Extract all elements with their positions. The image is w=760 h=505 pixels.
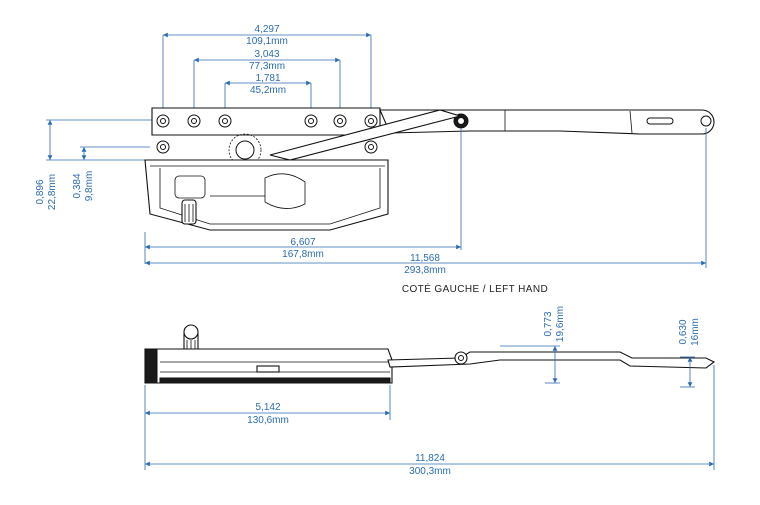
dim-5142: 5,142 130,6mm <box>144 385 391 470</box>
dim-4297-in: 4,297 <box>254 24 279 35</box>
dim-1781-in: 1,781 <box>255 73 280 84</box>
dim-1781-mm: 45,2mm <box>250 85 286 96</box>
dim-0630-in: 0,630 <box>678 319 689 344</box>
dim-0630: 0,630 16mm <box>678 318 701 388</box>
view-caption: COTÉ GAUCHE / LEFT HAND <box>402 282 548 295</box>
top-view: 4,297 109,1mm 3,043 77,3mm 1,781 45,2mm … <box>35 24 715 276</box>
dim-3043-mm: 77,3mm <box>249 61 285 72</box>
operator-side-drawing <box>144 324 716 384</box>
dim-0630-mm: 16mm <box>690 318 701 346</box>
dim-0896-in: 0,896 <box>35 179 46 204</box>
dim-6607: 6,607 167,8mm <box>144 128 462 264</box>
dim-0773-mm: 19,6mm <box>555 306 566 342</box>
side-view: 0,773 19,6mm 0,630 16mm 5,142 130,6mm 11… <box>144 306 716 477</box>
dim-0896-mm: 22,8mm <box>47 174 58 210</box>
dim-0773: 0,773 19,6mm <box>500 306 566 384</box>
dim-3043-in: 3,043 <box>254 49 279 60</box>
dim-6607-in: 6,607 <box>290 237 315 248</box>
operator-top-drawing <box>144 107 715 231</box>
dim-0773-in: 0,773 <box>543 311 554 336</box>
dim-11568-in: 11,568 <box>410 253 440 264</box>
dim-11824-in: 11,824 <box>415 453 445 464</box>
dim-4297: 4,297 109,1mm <box>162 24 372 120</box>
dim-5142-mm: 130,6mm <box>247 415 289 426</box>
dim-11568: 11,568 293,8mm <box>145 128 707 276</box>
dim-0896: 0,896 22,8mm <box>35 119 155 210</box>
dim-0384-in: 0,384 <box>72 173 83 198</box>
dim-6607-mm: 167,8mm <box>282 249 324 260</box>
dim-11824: 11,824 300,3mm <box>145 365 715 477</box>
mounting-holes <box>156 114 378 154</box>
dim-0384-mm: 9,8mm <box>84 171 95 202</box>
dim-11824-mm: 300,3mm <box>409 466 451 477</box>
dim-4297-mm: 109,1mm <box>246 36 288 47</box>
dim-5142-in: 5,142 <box>255 402 280 413</box>
dim-0384: 0,384 9,8mm <box>72 146 150 202</box>
dim-11568-mm: 293,8mm <box>404 265 446 276</box>
